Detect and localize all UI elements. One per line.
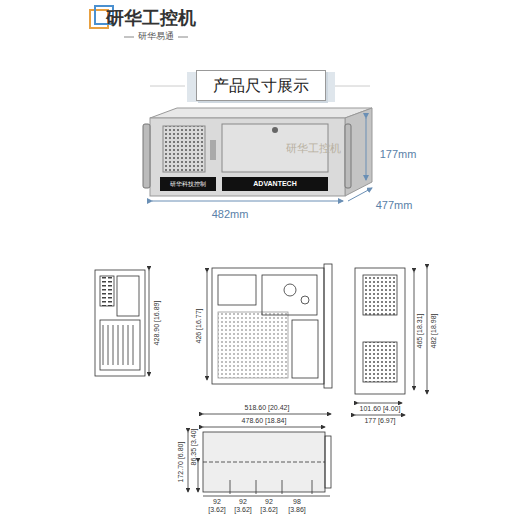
photo-dimension-lines: [152, 118, 372, 201]
title-text: 产品尺寸展示: [213, 76, 309, 95]
brand-text: ADVANTECH: [253, 180, 296, 188]
side-view: [188, 414, 331, 496]
dimension-text: 478.60 [18.84]: [242, 417, 287, 425]
dimension-text: 428.90 [16.89]: [153, 301, 161, 346]
front-view: [355, 268, 427, 415]
dimension-text: 86.35 [3.40]: [190, 429, 198, 466]
dimension-text: 482 [18.98]: [430, 313, 438, 348]
dimension-text: 177 [6.97]: [364, 417, 395, 425]
dimension-text: 482mm: [212, 208, 249, 220]
dimension-text: 172.70 [6.80]: [177, 442, 185, 483]
front-plate-text: 研华科技控制: [170, 181, 206, 188]
title-box: 产品尺寸展示: [196, 70, 326, 101]
dimension-text: 92 [3.62]: [205, 498, 229, 513]
dimension-text: 518.60 [20.42]: [245, 404, 290, 412]
dimension-text: 92 [3.62]: [231, 498, 255, 513]
dimension-text: 177mm: [380, 148, 417, 160]
watermark: 研华工控机: [286, 142, 341, 154]
dimension-text: 426 [16.77]: [195, 308, 203, 343]
dimension-text: 98 [3.86]: [285, 498, 309, 513]
dimension-text: 465 [18.31]: [416, 313, 424, 348]
top-view: [207, 264, 332, 388]
logo-subtitle: 研华易通: [138, 32, 174, 42]
rear-view: [95, 270, 149, 376]
logo-text: 研华工控机: [106, 9, 196, 29]
dimension-text: 101.60 [4.00]: [360, 405, 401, 413]
dimension-text: 477mm: [376, 199, 413, 211]
dimension-text: 92 [3.62]: [257, 498, 281, 513]
chassis-photo: [143, 108, 372, 196]
